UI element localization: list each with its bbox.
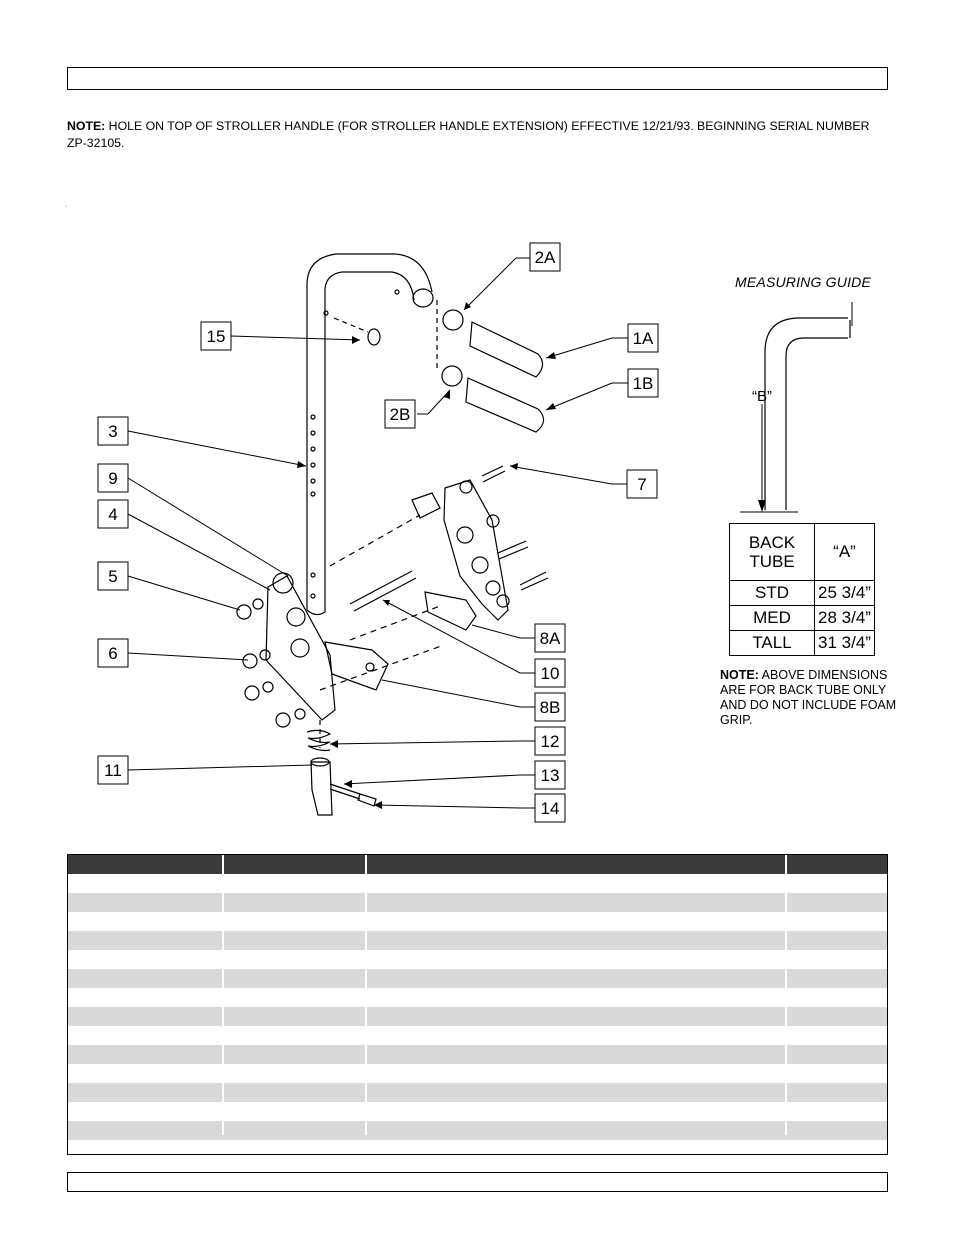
callout-box-12 [534,726,566,756]
dimension-a-header: “A” [814,523,875,581]
table-row [68,950,887,969]
table-row [68,1102,887,1121]
callout-8a: 8A [540,629,561,648]
callout-15: 15 [207,327,226,346]
callout-9: 9 [108,469,117,488]
callout-box-15 [200,321,232,351]
callout-box-3 [97,416,129,446]
table-row [68,988,887,1007]
size-cell: MED [729,605,815,631]
header-bar [67,67,888,90]
parts-list-table [67,854,888,1155]
table-row [68,931,887,950]
callout-1b: 1B [633,374,654,393]
stray-mark: ' [66,206,68,212]
note-text: HOLE ON TOP OF STROLLER HANDLE (FOR STRO… [67,119,870,150]
note-paragraph: NOTE: HOLE ON TOP OF STROLLER HANDLE (FO… [67,118,892,152]
callout-5: 5 [108,567,117,586]
callout-box-4 [97,499,129,529]
callout-box-1a [627,323,659,353]
callout-box-8a [534,623,566,653]
back-tube-header-line2: TUBE [749,552,795,571]
callout-box-9 [97,463,129,493]
table-row [68,1045,887,1064]
callout-box-2b [384,399,416,429]
table-header-row [68,855,887,874]
column-divider [785,855,787,1135]
callout-box-8b [534,692,566,722]
callout-4: 4 [108,505,117,524]
table-row [68,1007,887,1026]
callout-2a: 2A [535,248,556,267]
table-row [68,893,887,912]
callout-box-6 [97,638,129,668]
size-cell: TALL [729,630,815,656]
back-tube-header-line1: BACK [748,533,796,552]
callout-8b: 8B [540,698,561,717]
callout-3: 3 [108,422,117,441]
dimensions-note: NOTE: ABOVE DIMENSIONS ARE FOR BACK TUBE… [720,668,900,728]
table-row [68,1064,887,1083]
footer-bar [67,1172,888,1192]
callout-box-13 [534,760,566,790]
table-row [68,1121,887,1140]
callout-7: 7 [637,475,646,494]
measuring-guide-title: MEASURING GUIDE [735,274,872,290]
back-tube-outline [306,253,433,610]
callout-1a: 1A [633,329,654,348]
table-row [68,874,887,893]
callout-box-11 [97,755,129,785]
column-divider [365,855,367,1135]
callout-box-10 [534,658,566,688]
back-tube-inner [324,271,415,612]
note-label: NOTE: [67,119,106,133]
dimensions-note-label: NOTE: [720,668,759,682]
guide-tube-outer [764,317,848,510]
value-cell: 31 3/4” [814,630,875,656]
table-row [68,1083,887,1102]
callout-2b: 2B [390,405,411,424]
dimensions-note-text: ABOVE DIMENSIONS ARE FOR BACK TUBE ONLY … [720,668,897,727]
table-row [68,969,887,988]
callout-box-7 [626,469,658,499]
dimension-b-label: “B” [752,388,772,405]
column-divider [222,855,224,1135]
callout-11: 11 [104,761,122,780]
value-cell: 25 3/4” [814,580,875,606]
callout-box-2a [529,242,561,272]
callout-box-1b [627,368,659,398]
callout-13: 13 [541,766,560,785]
callout-12: 12 [541,732,560,751]
callout-10: 10 [541,664,560,683]
table-row [68,912,887,931]
size-cell: STD [729,580,815,606]
guide-tube-inner [785,337,848,510]
callout-box-5 [97,561,129,591]
callout-14: 14 [541,799,560,818]
callout-6: 6 [108,644,117,663]
callout-box-14 [534,793,566,823]
table-row [68,1026,887,1045]
value-cell: 28 3/4” [814,605,875,631]
